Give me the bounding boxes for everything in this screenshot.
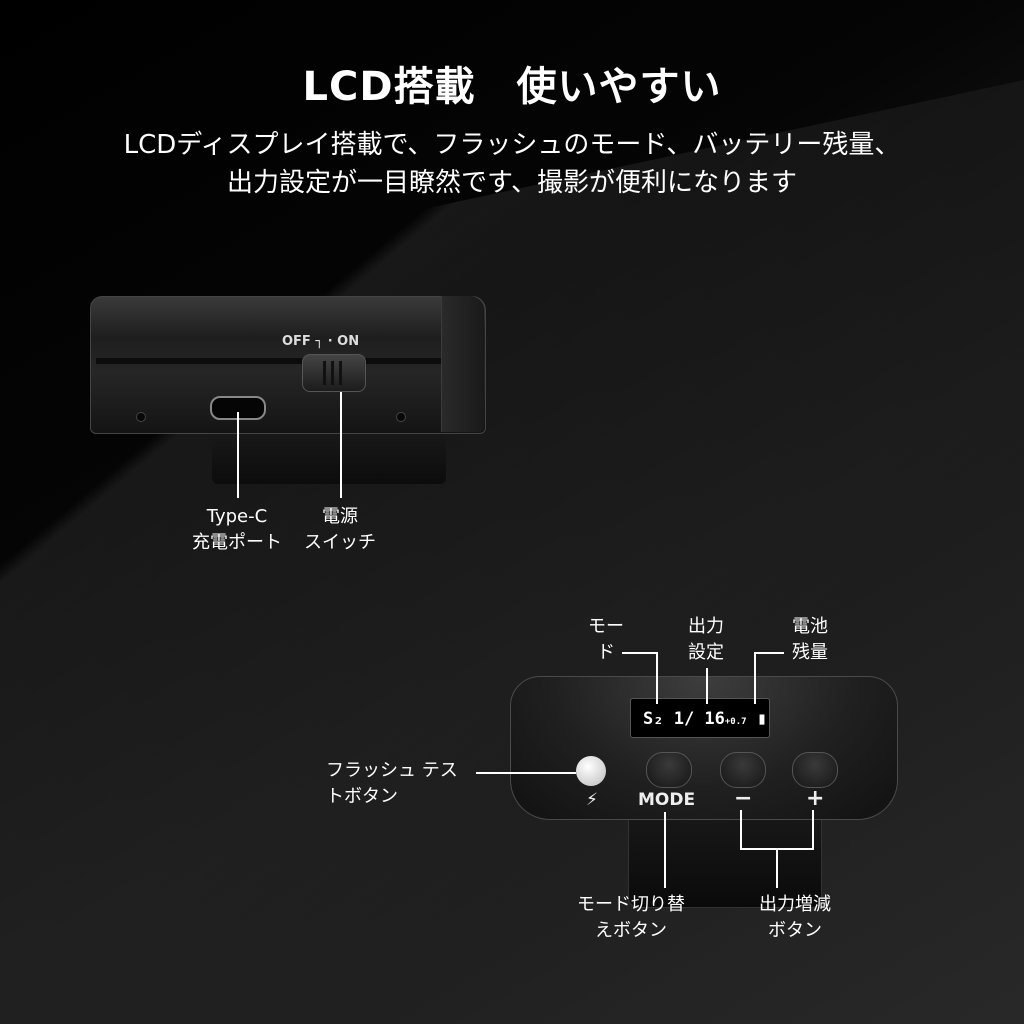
callout-line [776,848,778,888]
callout-line [656,652,658,704]
lcd-mode-output: S₂ 1/ 16 [643,709,725,729]
flash-top-view: S₂ 1/ 16+0.7 ▮ ⚡ MODE − + [510,676,898,908]
screw-icon [396,412,406,422]
subtitle-line-1: LCDディスプレイ搭載で、フラッシュのモード、バッテリー残量、 [123,130,901,160]
callout-line [754,652,784,654]
callout-flash-test: フラッシュ テス トボタン [326,760,458,807]
device-end-cap [441,296,484,432]
callout-output-setting: 出力 設定 [688,616,724,663]
plus-label: + [806,786,825,811]
minus-button[interactable] [720,752,766,788]
flash-side-view: OFF ┐ · ON [90,296,486,486]
device-body [90,296,486,434]
page-title: LCD搭載 使いやすい [302,64,722,110]
hot-shoe-foot [212,428,446,484]
callout-power-switch: 電源 スイッチ [304,506,376,553]
minus-label: − [734,786,753,811]
flash-test-button[interactable] [576,756,606,786]
callout-line [476,772,576,774]
power-switch-label: OFF ┐ · ON [282,334,360,349]
lcd-display: S₂ 1/ 16+0.7 ▮ [630,698,770,738]
callout-typec-port: Type-C 充電ポート [192,506,282,553]
mode-label: MODE [638,790,696,810]
body-seam [96,358,444,364]
mode-button[interactable] [646,752,692,788]
flash-icon: ⚡ [586,790,598,810]
callout-line [740,810,742,848]
callout-mode-display: モー ド [588,616,624,663]
screw-icon [136,412,146,422]
callout-line [812,810,814,848]
plus-button[interactable] [792,752,838,788]
callout-line [664,812,666,888]
battery-icon: ▮ [756,709,768,729]
callout-line [706,668,708,704]
type-c-port [210,396,266,420]
callout-output-adjust: 出力増減 ボタン [759,894,831,941]
callout-line-typec [237,412,239,498]
callout-line-power [340,392,342,498]
subtitle-line-2: 出力設定が一目瞭然です、撮影が便利になります [227,168,797,198]
power-switch[interactable] [302,354,366,392]
lcd-compensation: +0.7 [724,717,747,727]
callout-mode-switch: モード切り替 えボタン [577,894,685,941]
callout-line [622,652,658,654]
callout-battery: 電池 残量 [792,616,828,663]
callout-line [754,652,756,704]
